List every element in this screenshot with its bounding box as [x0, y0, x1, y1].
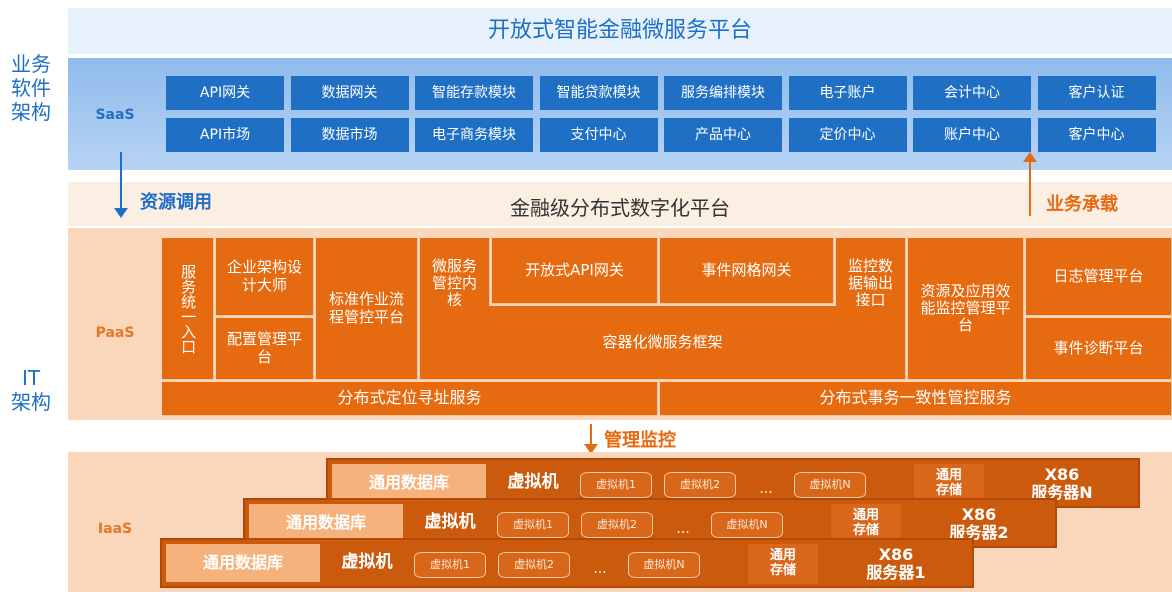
vm-cylinder: 虚拟机1	[580, 472, 652, 498]
saas-module: 客户中心	[1037, 118, 1156, 152]
ellipsis: ...	[676, 520, 690, 537]
container-framework-box: 容器化微服务框架	[420, 306, 906, 380]
saas-module-grid: API网关数据网关智能存款模块智能贷款模块服务编排模块电子账户会计中心客户认证 A…	[166, 76, 1162, 156]
database-box: 通用数据库	[332, 464, 486, 502]
vm-cylinder: 虚拟机N	[794, 472, 866, 498]
storage-box: 通用 存储	[831, 504, 901, 544]
vm-cylinder: 虚拟机1	[414, 552, 486, 578]
vm-cylinder: 虚拟机N	[711, 512, 783, 538]
vm-label: 虚拟机	[415, 504, 485, 542]
saas-module: 账户中心	[913, 118, 1031, 152]
saas-module: 定价中心	[788, 118, 907, 152]
performance-monitor-box: 资源及应用效能监控管理平台	[908, 238, 1024, 380]
ellipsis: ...	[593, 560, 607, 577]
saas-module: 电子商务模块	[415, 118, 533, 152]
down-arrow-icon	[114, 208, 128, 218]
management-monitor-label: 管理监控	[604, 430, 676, 451]
saas-module: 产品中心	[664, 118, 782, 152]
service-entry-box: 服务统一入口	[162, 238, 214, 380]
iaas-label: IaaS	[97, 520, 133, 537]
saas-module: 数据市场	[290, 118, 409, 152]
saas-module: 支付中心	[539, 118, 658, 152]
top-platform-title: 开放式智能金融微服务平台	[68, 8, 1172, 54]
vm-cylinder: 虚拟机2	[581, 512, 653, 538]
saas-module: 服务编排模块	[664, 76, 782, 110]
saas-module: 电子账户	[788, 76, 907, 110]
saas-module: 数据网关	[290, 76, 409, 110]
saas-module: 会计中心	[913, 76, 1031, 110]
middle-band	[68, 182, 1172, 226]
saas-module: API市场	[166, 118, 284, 152]
ellipsis: ...	[759, 480, 773, 497]
event-mesh-gateway-box: 事件网格网关	[660, 238, 834, 304]
business-architecture-label: 业务 软件 架构	[11, 52, 51, 124]
up-arrow-shaft	[1029, 160, 1031, 216]
up-arrow-icon	[1023, 152, 1037, 162]
saas-label: SaaS	[95, 106, 135, 123]
database-box: 通用数据库	[249, 504, 403, 542]
vm-cylinder: 虚拟机1	[497, 512, 569, 538]
vm-cylinder: 虚拟机N	[628, 552, 700, 578]
saas-module: 客户认证	[1037, 76, 1156, 110]
mgmt-arrow-icon	[584, 444, 598, 454]
storage-box: 通用 存储	[914, 464, 984, 504]
enterprise-architect-box: 企业架构设计大师	[216, 238, 314, 316]
config-management-box: 配置管理平台	[216, 318, 314, 380]
saas-module: 智能存款模块	[415, 76, 533, 110]
resource-call-label: 资源调用	[140, 192, 212, 213]
business-carry-label: 业务承载	[1046, 194, 1118, 215]
saas-module: API网关	[166, 76, 284, 110]
storage-box: 通用 存储	[748, 544, 818, 584]
distributed-transaction-box: 分布式事务一致性管控服务	[660, 382, 1172, 416]
x86-server-box: X86 服务器1	[826, 542, 966, 586]
mgmt-arrow-shaft	[590, 424, 592, 446]
event-diagnosis-box: 事件诊断平台	[1026, 318, 1172, 380]
it-architecture-label: IT 架构	[11, 366, 51, 414]
log-management-box: 日志管理平台	[1026, 238, 1172, 316]
standard-workflow-box: 标准作业流程管控平台	[316, 238, 418, 380]
distributed-platform-title: 金融级分布式数字化平台	[510, 195, 730, 220]
vm-label: 虚拟机	[498, 464, 568, 502]
open-api-gateway-box: 开放式API网关	[492, 238, 658, 304]
saas-module: 智能贷款模块	[539, 76, 658, 110]
vm-label: 虚拟机	[332, 544, 402, 582]
vm-cylinder: 虚拟机2	[664, 472, 736, 498]
distributed-addressing-box: 分布式定位寻址服务	[162, 382, 658, 416]
database-box: 通用数据库	[166, 544, 320, 582]
down-arrow-shaft	[120, 152, 122, 210]
paas-label: PaaS	[95, 324, 135, 341]
vm-cylinder: 虚拟机2	[498, 552, 570, 578]
